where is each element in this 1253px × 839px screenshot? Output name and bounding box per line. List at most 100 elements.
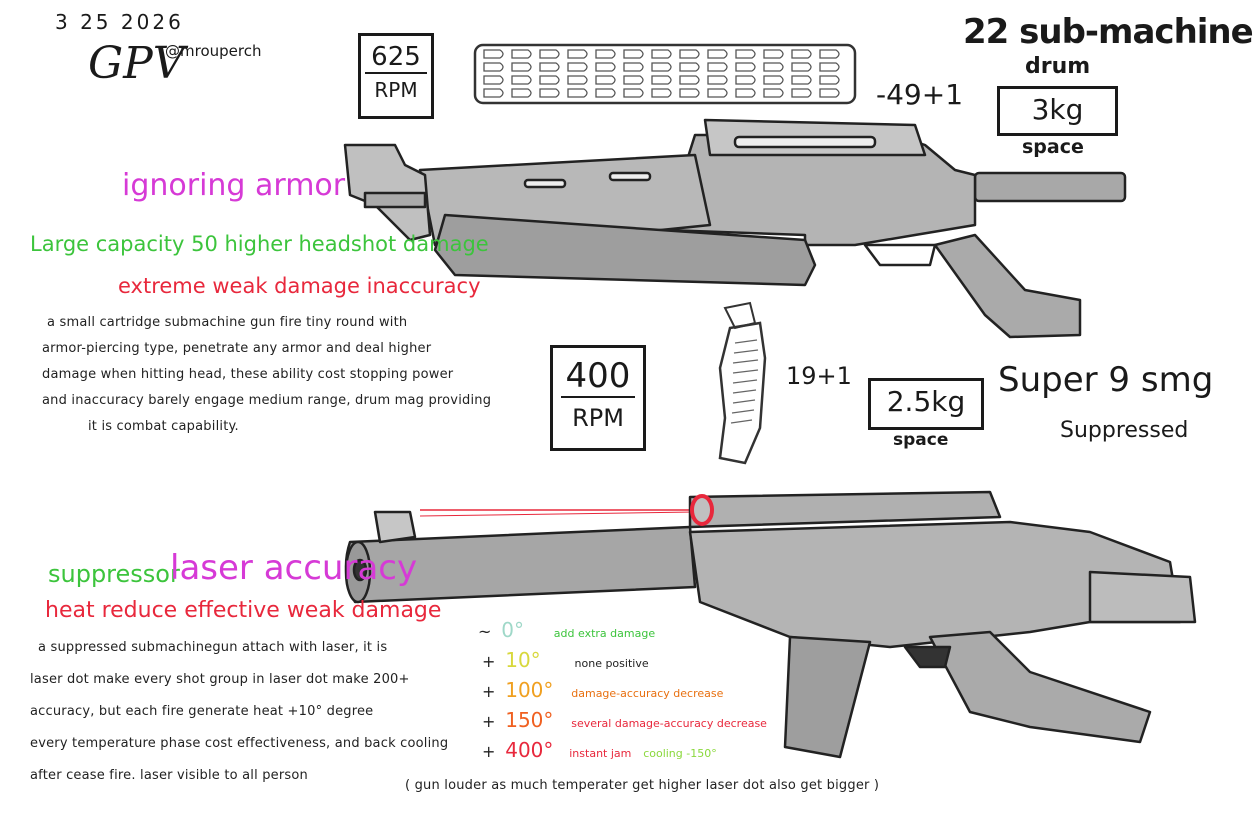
bullet: [819, 62, 840, 72]
bullet: [511, 62, 532, 72]
bullet: [651, 49, 672, 59]
smg2-name: Super 9 smg: [998, 360, 1214, 400]
rpm-box-2: 400 RPM: [550, 345, 646, 451]
bullet: [511, 88, 532, 98]
weight-box-1: 3kg: [997, 86, 1118, 136]
desc-line: accuracy, but each fire generate heat +1…: [30, 704, 374, 719]
smg2-drawing: [344, 490, 1197, 759]
legend-row-4: + 400° instant jam cooling -150°: [482, 738, 717, 762]
bullet: [707, 49, 728, 59]
bullet: [539, 88, 560, 98]
bullet: [623, 75, 644, 85]
bullet: [483, 62, 504, 72]
bullet: [679, 75, 700, 85]
rpm-box-1: 625 RPM: [358, 33, 434, 119]
bullet: [483, 75, 504, 85]
bullet: [623, 88, 644, 98]
legend-degree: 0°: [501, 618, 524, 642]
bullet: [483, 88, 504, 98]
legend-sign: +: [482, 652, 496, 671]
desc-line: a suppressed submachinegun attach with l…: [38, 640, 388, 655]
bullet: [763, 75, 784, 85]
bullet: [539, 49, 560, 59]
desc-line: a small cartridge submachine gun fire ti…: [47, 315, 408, 330]
bullet: [679, 62, 700, 72]
desc-line: armor-piercing type, penetrate any armor…: [42, 341, 432, 356]
bullet: [791, 49, 812, 59]
legend-row-1: + 10° none positive: [482, 648, 649, 672]
bullet: [511, 49, 532, 59]
stick-magazine-sketch: [718, 301, 767, 465]
legend-sign: ~: [478, 622, 492, 641]
smg1-cons: extreme weak damage inaccuracy: [118, 274, 481, 298]
smg1-subtype: drum: [1025, 54, 1091, 79]
bullet: [567, 62, 588, 72]
bullet: [483, 49, 504, 59]
smg1-trait: ignoring armor: [122, 168, 346, 203]
bullet: [567, 88, 588, 98]
desc-line: damage when hitting head, these ability …: [42, 367, 454, 382]
legend-degree: 10°: [505, 648, 541, 672]
bullet: [679, 49, 700, 59]
legend-text: instant jam: [569, 747, 632, 760]
smg1-pros: Large capacity 50 higher headshot damage: [30, 232, 489, 256]
bullet: [567, 75, 588, 85]
smg2-trait-b: laser accuracy: [170, 548, 418, 588]
bullet: [595, 49, 616, 59]
bullet: [819, 49, 840, 59]
legend-text: none positive: [574, 657, 649, 670]
bullet: [819, 75, 840, 85]
desc-line: after cease fire. laser visible to all p…: [30, 768, 308, 783]
date: 3 25 2026: [55, 10, 184, 34]
bullet: [539, 75, 560, 85]
bullet: [735, 49, 756, 59]
legend-degree: 400°: [505, 738, 554, 762]
rpm-value-2: 400: [561, 356, 635, 398]
smg2-trait-a: suppressor: [48, 560, 180, 588]
smg2-description: a suppressed submachinegun attach with l…: [30, 632, 500, 792]
bullet: [763, 49, 784, 59]
footnote: ( gun louder as much temperater get high…: [405, 778, 880, 793]
legend-text: damage-accuracy decrease: [571, 687, 724, 700]
bullet: [707, 88, 728, 98]
bullet: [651, 88, 672, 98]
smg2-subtype: Suppressed: [1060, 418, 1189, 443]
bullet: [623, 62, 644, 72]
weight-label-2: space: [893, 430, 949, 450]
bullet: [791, 88, 812, 98]
smg1-drawing: [343, 118, 1127, 339]
legend-sign: +: [482, 712, 496, 731]
legend-sign: +: [482, 742, 496, 761]
legend-degree: 100°: [505, 678, 554, 702]
weight-box-2: 2.5kg: [868, 378, 984, 430]
artist-handle: @mrouperch: [165, 42, 262, 60]
bullet: [651, 75, 672, 85]
smg1-name: 22 sub-machine: [963, 12, 1253, 52]
smg1-description: a small cartridge submachine gun fire ti…: [42, 310, 512, 440]
bullet: [707, 75, 728, 85]
bullet: [623, 49, 644, 59]
bullet: [595, 75, 616, 85]
legend-row-0: ~ 0° add extra damage: [478, 618, 655, 642]
legend-text: add extra damage: [553, 627, 656, 640]
bullet: [511, 75, 532, 85]
smg2-cons: heat reduce effective weak damage: [45, 598, 442, 623]
bullet: [679, 88, 700, 98]
weight-value-1: 3kg: [1031, 93, 1084, 126]
desc-line: and inaccuracy barely engage medium rang…: [42, 393, 492, 408]
legend-row-3: + 150° several damage-accuracy decrease: [482, 708, 767, 732]
legend-degree: 150°: [505, 708, 554, 732]
weight-label-1: space: [1022, 136, 1084, 158]
bullet: [819, 88, 840, 98]
legend-text: several damage-accuracy decrease: [571, 717, 767, 730]
signature: GPV: [88, 38, 185, 89]
weight-value-2: 2.5kg: [886, 385, 966, 418]
mag-count-2: 19+1: [786, 362, 852, 390]
bullet: [651, 62, 672, 72]
bullet: [791, 75, 812, 85]
rpm-unit-1: RPM: [374, 78, 418, 102]
desc-line: it is combat capability.: [88, 419, 239, 434]
desc-line: every temperature phase cost effectivene…: [30, 736, 449, 751]
bullet: [735, 88, 756, 98]
bullet: [539, 62, 560, 72]
